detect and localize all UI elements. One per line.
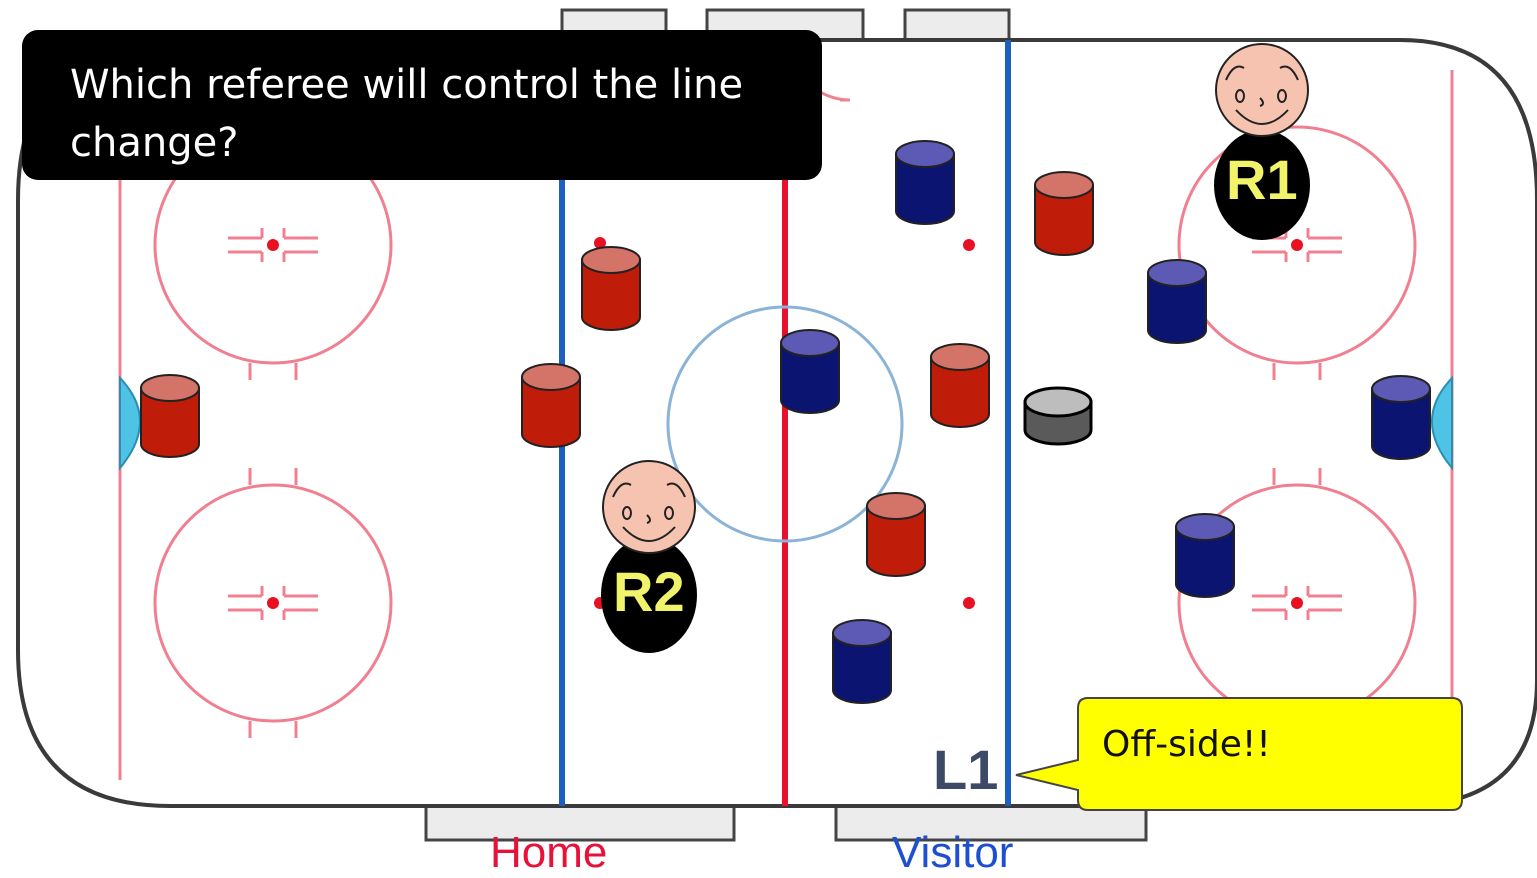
red-cylinder-icon [140,374,200,458]
home-players [140,171,1094,577]
question-line-2: change? [70,120,239,166]
referee-body [1214,130,1310,240]
blue-cylinder-icon [780,329,840,414]
red-cylinder-icon [581,246,641,331]
visitor-bench-label: Visitor [892,828,1014,877]
question-line-1: Which referee will control the line [70,62,744,108]
puck-icon [1023,386,1093,446]
faceoff-dots [267,237,1303,609]
question-box: Which referee will control the line chan… [22,30,822,180]
visitor-players [780,140,1431,704]
blue-cylinder-icon [832,619,892,704]
callout-text: Off-side!! [1102,724,1271,765]
referee-r2 [601,460,697,653]
center-circle [666,305,904,543]
red-cylinder-icon [930,343,990,428]
callout-bubble [1015,697,1463,811]
red-cylinder-icon [521,363,581,448]
red-cylinder-icon [1034,171,1094,256]
linesman-l1-label: L1 [933,738,999,801]
referee-r2-label: R2 [613,560,685,623]
blue-cylinder-icon [1175,513,1235,598]
blue-cylinder-icon [1147,259,1207,344]
blue-cylinder-icon [1371,375,1431,460]
referee-r1-label: R1 [1226,148,1298,211]
home-bench-label: Home [490,828,608,877]
blue-cylinder-icon [895,140,955,225]
referee-body [601,537,697,653]
crease-right [1431,375,1453,471]
red-cylinder-icon [866,492,926,577]
referee-face-icon [1215,43,1309,137]
referee-r1 [1214,43,1310,240]
crease-left [119,375,141,471]
referee-face-icon [602,460,696,554]
